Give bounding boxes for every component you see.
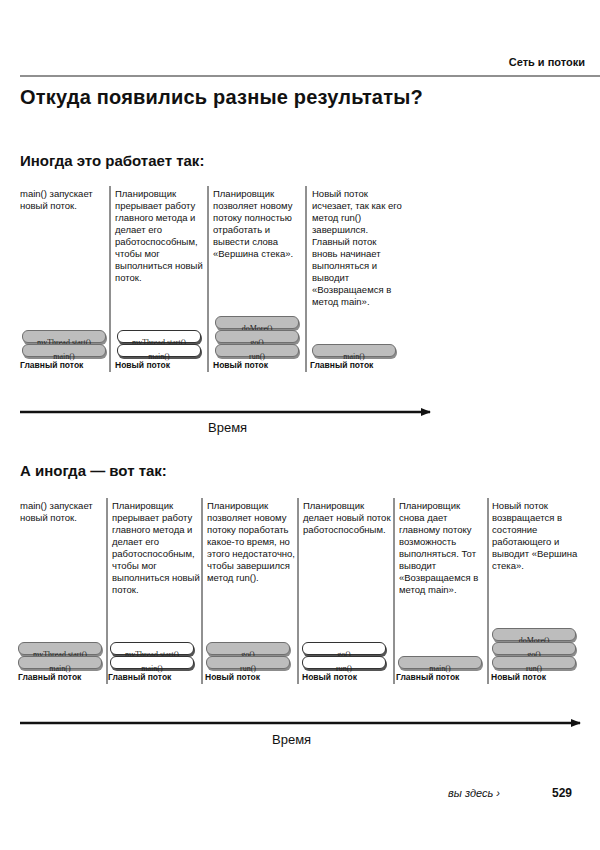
stack-frame: main()	[398, 656, 482, 669]
you-are-here: вы здесь ›	[448, 787, 500, 799]
step-text: main() запускает новый поток.	[20, 188, 106, 212]
stack-frame: run()	[215, 344, 299, 357]
step-text: Планировщик позволяет новому потоку пора…	[207, 500, 295, 584]
step-text: Новый поток исчезает, так как его метод …	[312, 188, 404, 308]
step-text: Новый поток возвращается в состояние раб…	[492, 500, 586, 572]
step-text: main() запускает новый поток.	[20, 500, 104, 524]
step-text: Планировщик делает новый поток работоспо…	[303, 500, 391, 536]
stack-frame: myThread.start()	[22, 330, 106, 343]
method-name: main()	[53, 352, 74, 361]
page-number: 529	[552, 786, 572, 800]
stack-frame: go()	[206, 642, 290, 655]
thread-label: Главный поток	[20, 360, 83, 370]
thread-label: Главный поток	[310, 360, 373, 370]
stack-frame: main()	[18, 656, 102, 669]
thread-label: Новый поток	[302, 672, 357, 682]
stack-frame: go()	[492, 642, 576, 655]
stack-frame: main()	[312, 344, 396, 357]
step-text: Планировщик прерывает работу главного ме…	[112, 500, 200, 596]
method-name: main()	[343, 352, 364, 361]
section-heading: Иногда это работает так:	[20, 152, 204, 169]
method-name: main()	[49, 664, 70, 673]
stack-frame: run()	[492, 656, 576, 669]
thread-label: Главный поток	[108, 672, 171, 682]
thread-label: Главный поток	[396, 672, 459, 682]
thread-label: Новый поток	[213, 360, 268, 370]
stack-frame: go()	[302, 642, 386, 655]
stack-frame: doMore()	[215, 316, 299, 329]
step-text: Планировщик позволяет новому потоку полн…	[213, 188, 303, 260]
thread-label: Новый поток	[491, 672, 546, 682]
stack-frame: myThread.start()	[18, 642, 102, 655]
method-name: run()	[249, 352, 265, 361]
time-arrow	[20, 722, 580, 725]
stack-frame: main()	[22, 344, 106, 357]
stack-frame: run()	[206, 656, 290, 669]
method-name: run()	[336, 664, 352, 673]
thread-label: Новый поток	[115, 360, 170, 370]
method-name: run()	[526, 664, 542, 673]
stack-frame: myThread.start()	[117, 330, 201, 343]
thread-label: Новый поток	[205, 672, 260, 682]
method-name: main()	[429, 664, 450, 673]
time-arrow	[20, 411, 430, 414]
step-text: Планировщик прерывает работу главного ме…	[115, 188, 205, 284]
header-rule	[20, 75, 600, 76]
stack-frame: main()	[117, 344, 201, 357]
stack-frame: go()	[215, 330, 299, 343]
step-text: Планировщик снова дает главному потоку в…	[399, 500, 485, 596]
stack-frame: myThread.start()	[110, 642, 194, 655]
method-name: run()	[240, 664, 256, 673]
method-name: main()	[141, 664, 162, 673]
page-title: Откуда появились разные результаты?	[20, 86, 423, 109]
thread-label: Главный поток	[18, 672, 81, 682]
time-label: Время	[208, 420, 247, 435]
method-name: main()	[148, 352, 169, 361]
section-heading: А иногда — вот так:	[20, 462, 167, 479]
column-dividers	[107, 186, 488, 684]
running-header: Сеть и потоки	[509, 56, 585, 68]
time-label: Время	[272, 732, 311, 747]
stack-frame: run()	[302, 656, 386, 669]
stack-frame: main()	[110, 656, 194, 669]
stack-frame: doMore()	[492, 628, 576, 641]
